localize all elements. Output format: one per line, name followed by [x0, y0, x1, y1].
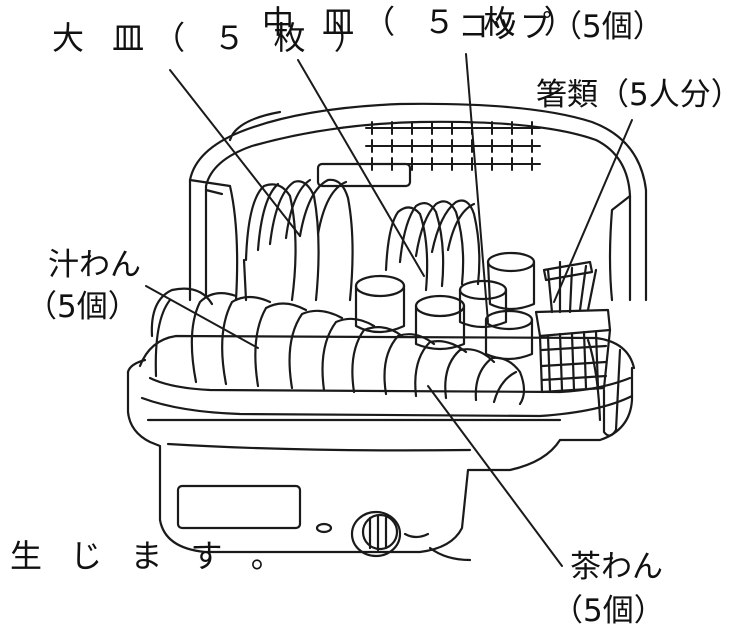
label-rice-bowl-name: 茶わん [570, 549, 663, 585]
label-large-plate: 大 皿（ ５ 枚 ） [52, 19, 375, 57]
timer-dial [350, 510, 402, 558]
leader-large-plate [169, 69, 301, 237]
cup-left [354, 274, 406, 334]
cup-middle [414, 294, 466, 351]
label-soup-bowl-count: （5個） [26, 289, 139, 325]
label-cup: コップ（5個） [458, 9, 664, 45]
label-soup-bowl-name: 汁わん [48, 247, 141, 283]
dryer-base [126, 358, 634, 562]
leader-soup-bowl [145, 285, 259, 349]
indicator-lamp [315, 522, 333, 534]
label-chopsticks: 箸類（5人分） [536, 77, 742, 113]
cover-handle [316, 162, 412, 188]
chopstick-basket [534, 260, 622, 437]
front-panel-window [176, 484, 302, 530]
leader-rice-bowl [427, 385, 563, 567]
leader-cup [465, 53, 489, 323]
rice-bowls [351, 325, 526, 406]
label-medium-plate: 中 皿（ ５ 枚 ） [262, 3, 585, 41]
cover-vents [365, 121, 541, 171]
cup-right-back [458, 279, 508, 329]
cup-back [486, 251, 536, 311]
leader-lines [145, 53, 633, 567]
cup-right-front [484, 309, 534, 361]
large-plates [242, 178, 354, 302]
tray-rim [138, 334, 636, 418]
dryer-cover [188, 102, 648, 302]
soup-bowls [150, 287, 376, 392]
fragment-text: 生 じ ま す 。 [10, 537, 292, 575]
medium-plates [384, 199, 481, 292]
label-rice-bowl-count: （5個） [552, 593, 665, 629]
leader-medium-plate [297, 59, 425, 277]
leader-chopsticks [553, 119, 633, 303]
cups [354, 251, 536, 361]
